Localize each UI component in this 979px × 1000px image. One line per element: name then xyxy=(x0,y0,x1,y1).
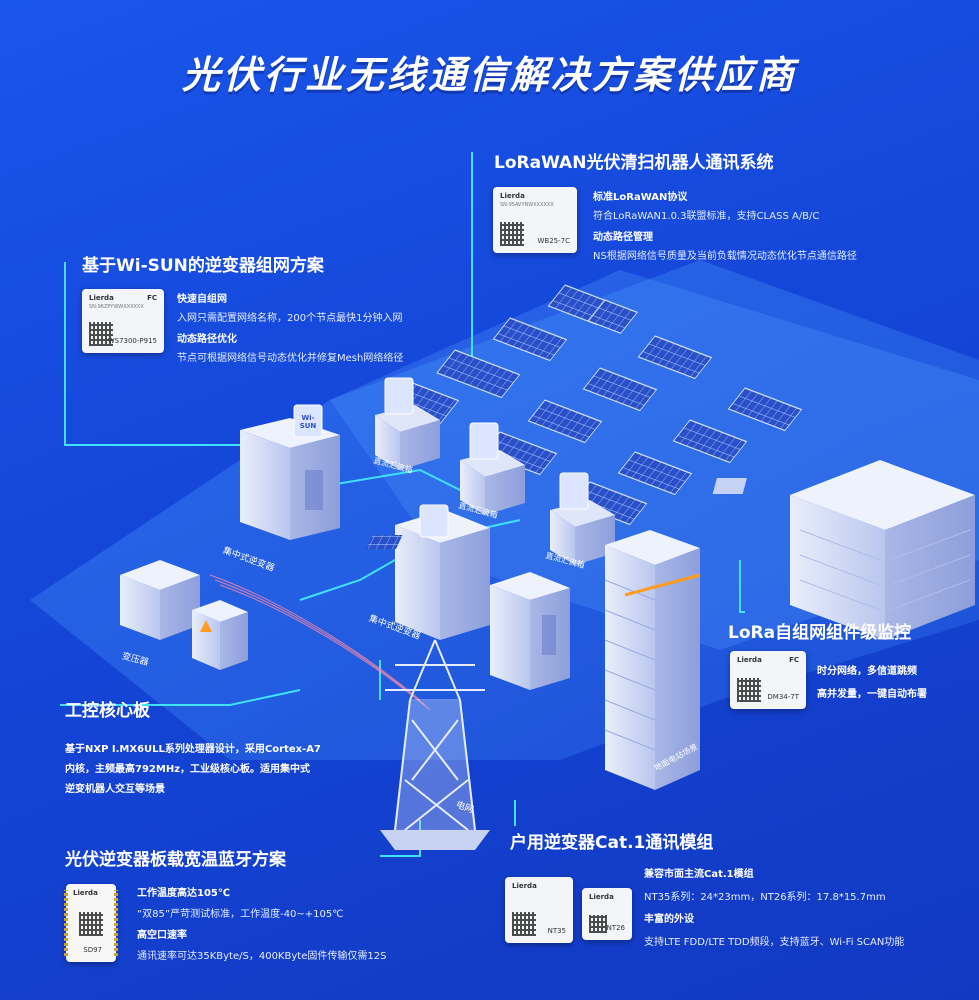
lora-mesh-feature-2: 高并发量，一键自动布署 xyxy=(817,689,927,700)
lorawan-section-title: LoRaWAN光伏清扫机器人通讯系统 xyxy=(494,153,774,173)
lorawan-feature-1-desc: 符合LoRaWAN1.0.3联盟标准，支持CLASS A/B/C xyxy=(593,211,820,222)
core-board-desc-line-1: 基于NXP I.MX6ULL系列处理器设计，采用Cortex-A7 xyxy=(65,744,321,755)
page-title: 光伏行业无线通信解决方案供应商 xyxy=(181,53,797,97)
lorawan-module: Lierda SN:95AVYNWXXXXXX WB25-7C xyxy=(493,187,577,253)
lora-mesh-module: Lierda FC DM34-7T xyxy=(730,651,806,709)
wisun-badge: Wi-SUN xyxy=(299,414,317,430)
qr-code-icon xyxy=(589,915,607,933)
main-platform xyxy=(30,260,979,760)
module-brand: Lierda xyxy=(500,192,525,200)
office-building xyxy=(712,460,975,640)
cat1-module-nt26: Lierda NT26 xyxy=(582,888,632,940)
module-serial: SN:96ZPYWWXXXXXX xyxy=(89,304,144,310)
module-serial: SN:95AVYNWXXXXXX xyxy=(500,202,554,208)
bluetooth-section-title: 光伏逆变器板载宽温蓝牙方案 xyxy=(65,850,286,870)
module-brand: Lierda xyxy=(589,893,614,901)
central-inverter-1 xyxy=(240,404,340,540)
module-model: WB25-7C xyxy=(537,237,571,245)
lorawan-feature-2-heading: 动态路径管理 xyxy=(593,232,653,243)
cat1-feature-2-heading: 丰富的外设 xyxy=(644,914,694,925)
core-board-section-title: 工控核心板 xyxy=(65,701,150,721)
cat1-feature-1-heading: 兼容市面主流Cat.1模组 xyxy=(644,869,754,880)
rooftop-building xyxy=(365,530,701,790)
transmission-tower xyxy=(385,639,485,831)
bluetooth-feature-2-desc: 通讯速率可达35KByte/S，400KByte固件传输仅需12S xyxy=(137,951,387,962)
fc-mark-icon: FC xyxy=(147,294,157,302)
wisun-feature-1-heading: 快速自组网 xyxy=(177,294,227,305)
qr-code-icon xyxy=(79,912,103,936)
wisun-section-title: 基于Wi-SUN的逆变器组网方案 xyxy=(82,256,324,276)
solar-panels xyxy=(299,284,803,526)
lora-mesh-feature-1: 时分网络，多信道跳频 xyxy=(817,666,917,677)
qr-code-icon xyxy=(737,678,761,702)
qr-code-icon xyxy=(89,322,113,346)
cat1-feature-2-desc: 支持LTE FDD/LTE TDD频段，支持蓝牙、Wi-Fi SCAN功能 xyxy=(644,937,905,948)
bluetooth-feature-2-heading: 高空口速率 xyxy=(137,930,187,941)
module-model: DM34-7T xyxy=(767,693,799,701)
bluetooth-module: Lierda SD97 xyxy=(66,884,116,962)
central-inverter-2 xyxy=(395,504,570,690)
cat1-section-title: 户用逆变器Cat.1通讯模组 xyxy=(510,833,714,853)
module-model: SD97 xyxy=(83,946,102,954)
wisun-feature-2-heading: 动态路径优化 xyxy=(177,334,237,345)
transformer xyxy=(120,560,248,670)
qr-code-icon xyxy=(512,912,536,936)
fc-mark-icon: FC xyxy=(789,656,799,664)
lorawan-feature-1-heading: 标准LoRaWAN协议 xyxy=(593,192,688,203)
module-pads xyxy=(114,890,118,956)
wisun-module: Lierda FC SN:96ZPYWWXXXXXX WS7300-P915 xyxy=(82,289,164,353)
module-brand: Lierda xyxy=(737,656,762,664)
module-model: WS7300-P915 xyxy=(107,337,157,345)
cat1-module-nt35: Lierda NT35 xyxy=(505,877,573,943)
module-pads xyxy=(64,890,68,956)
core-board-desc-line-2: 内核，主频最高792MHz，工业级核心板。适用集中式 xyxy=(65,764,311,775)
power-wires xyxy=(209,574,431,711)
wisun-feature-1-desc: 入网只需配置网络名称，200个节点最快1分钟入网 xyxy=(177,313,403,324)
core-board-desc-line-3: 逆变机器人交互等场景 xyxy=(65,784,165,795)
wisun-feature-2-desc: 节点可根据网络信号动态优化并修复Mesh网络络径 xyxy=(177,353,404,364)
module-brand: Lierda xyxy=(73,889,98,897)
network-links xyxy=(60,152,745,857)
module-brand: Lierda xyxy=(89,294,114,302)
module-model: NT35 xyxy=(547,927,566,935)
combiner-boxes xyxy=(375,377,615,565)
bluetooth-feature-1-desc: “双85”严苛测试标准，工作温度-40~+105℃ xyxy=(137,909,344,920)
lorawan-feature-2-desc: NS根据网络信号质量及当前负载情况动态优化节点通信路径 xyxy=(593,251,857,262)
module-model: NT26 xyxy=(606,924,625,932)
cat1-feature-1-desc: NT35系列：24*23mm，NT26系列：17.8*15.7mm xyxy=(644,892,886,903)
bluetooth-feature-1-heading: 工作温度高达105℃ xyxy=(137,888,230,899)
module-brand: Lierda xyxy=(512,882,537,890)
lora-mesh-section-title: LoRa自组网组件级监控 xyxy=(728,623,912,643)
qr-code-icon xyxy=(500,222,524,246)
